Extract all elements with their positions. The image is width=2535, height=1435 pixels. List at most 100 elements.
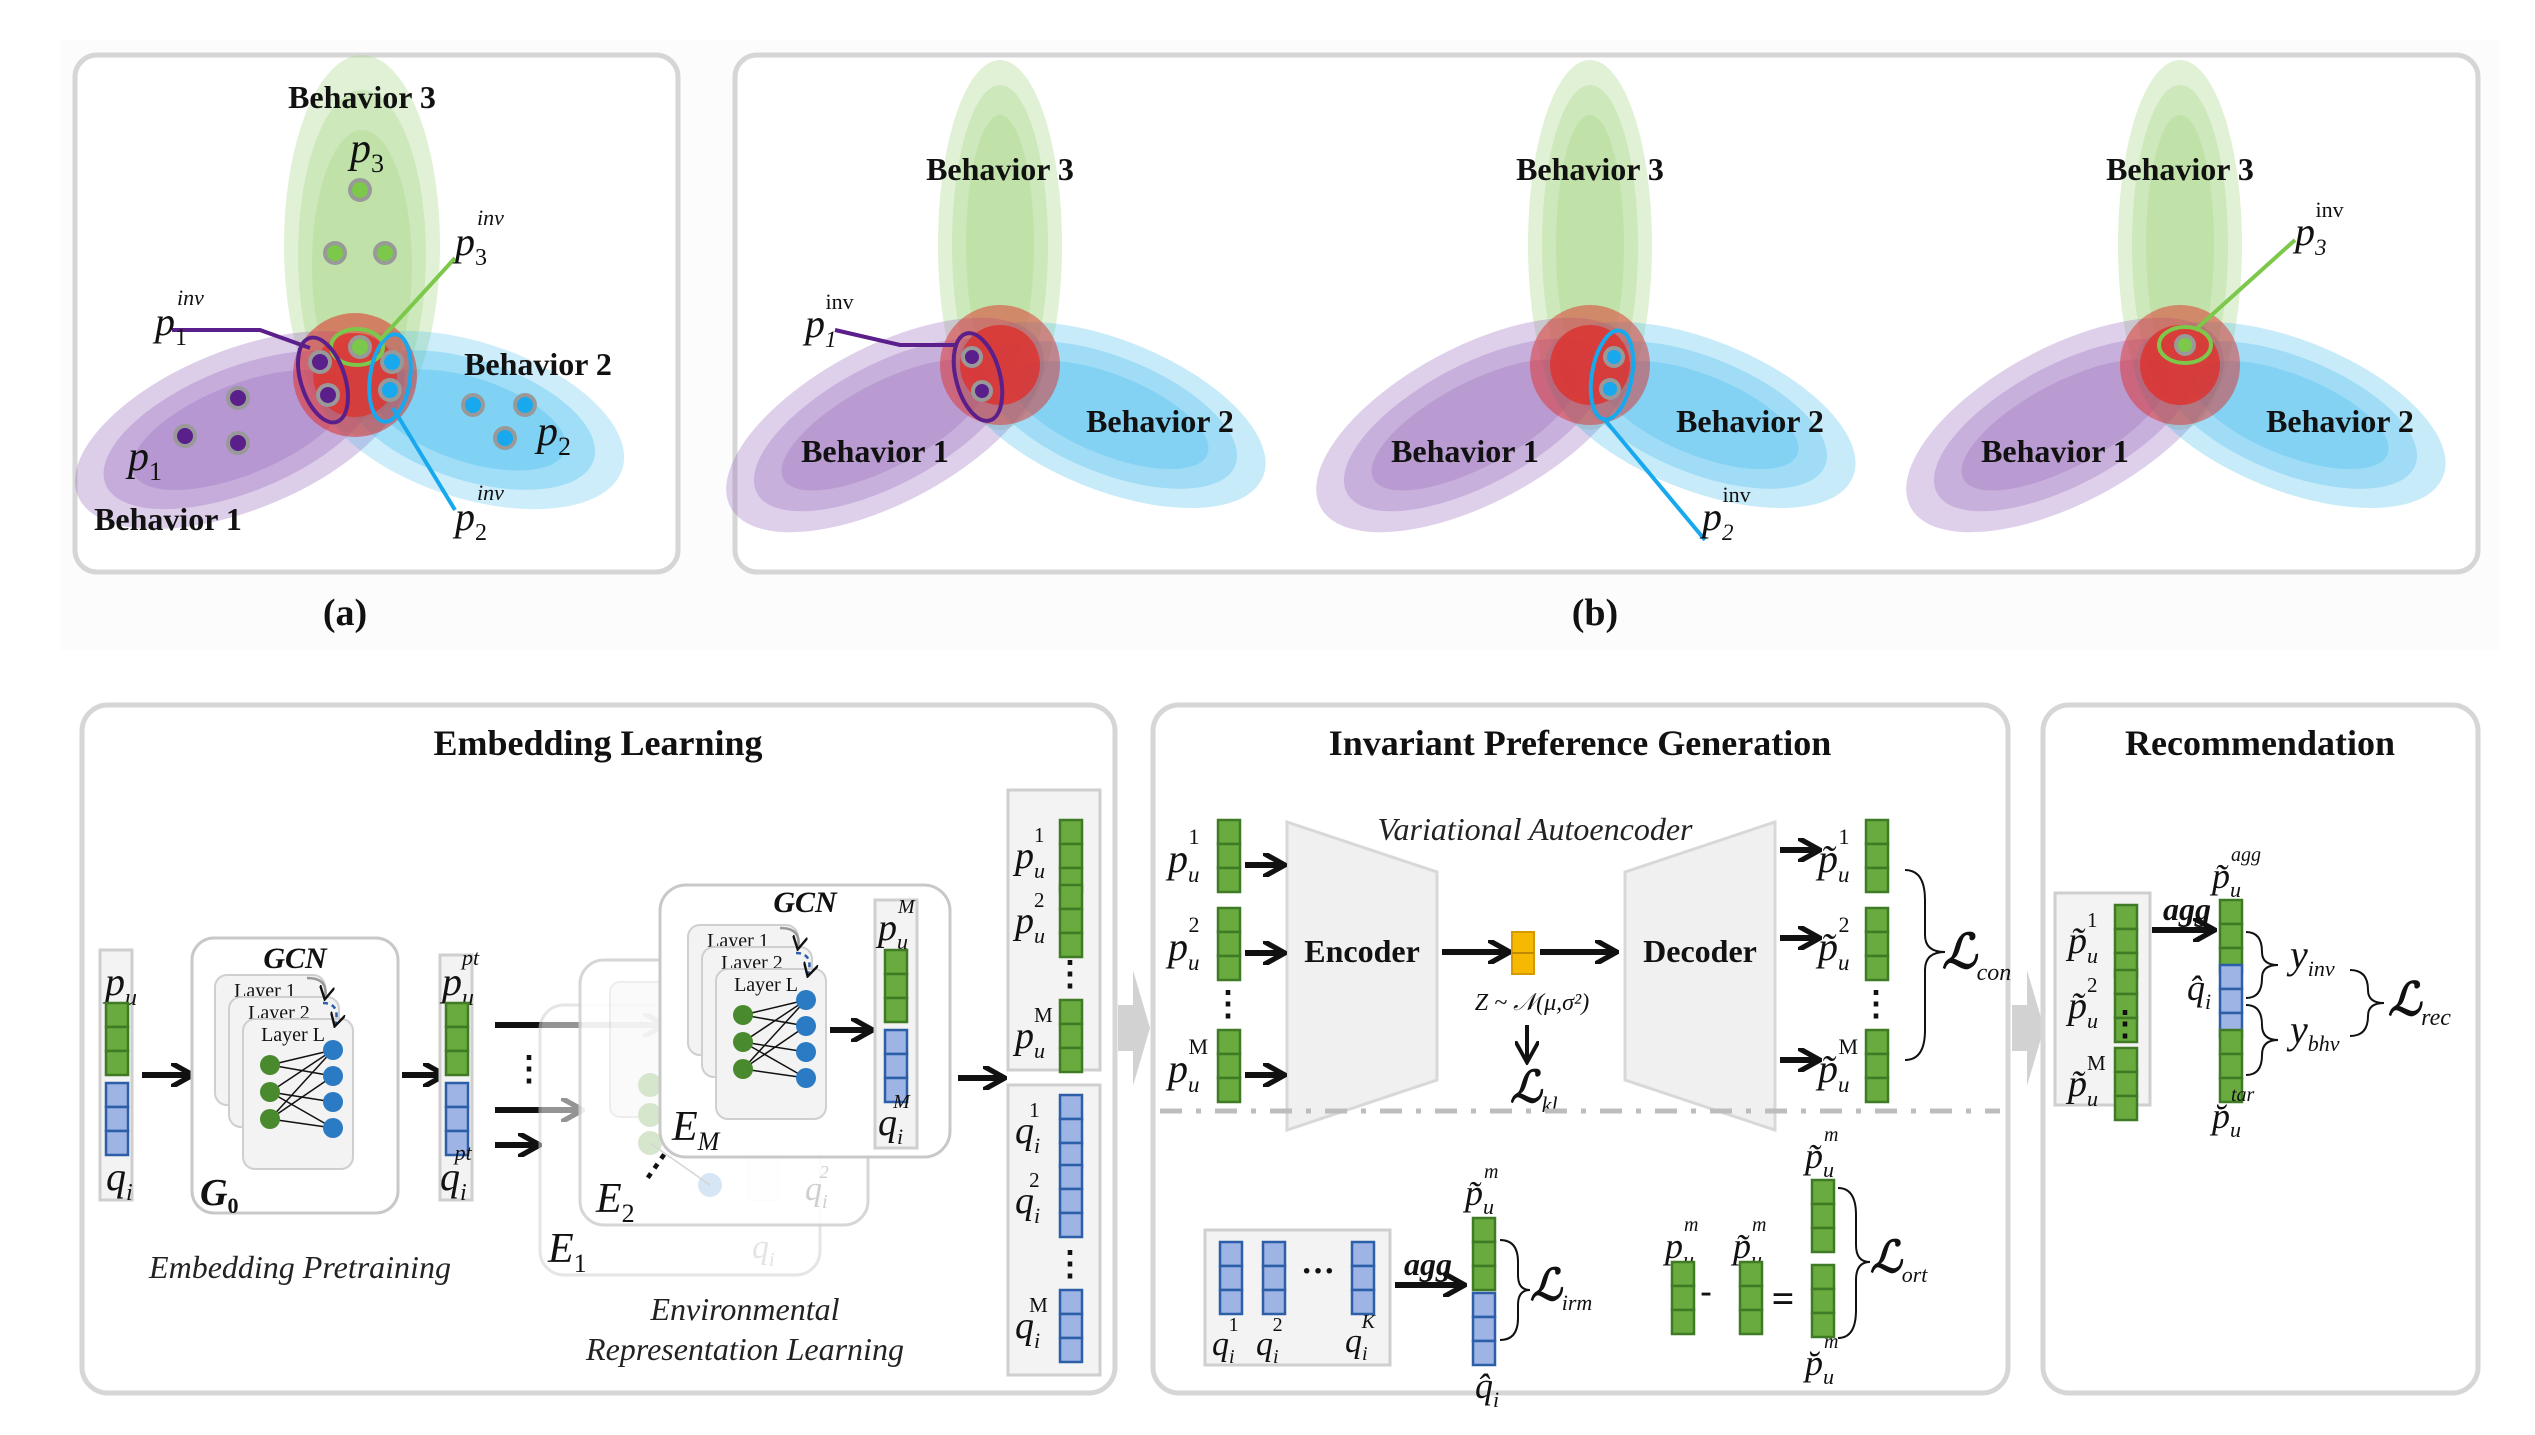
loss-kl: ℒkl bbox=[1510, 1063, 1558, 1117]
vector-cell bbox=[1471, 1291, 1497, 1319]
loss-irm: ℒirm bbox=[1530, 1261, 1592, 1315]
irm-dots: ··· bbox=[1301, 1253, 1335, 1290]
behavior1-points bbox=[173, 350, 340, 455]
rec-input-label: p̃uM bbox=[2065, 1051, 2106, 1111]
user-node bbox=[733, 1059, 753, 1079]
behavior3-label: Behavior 3 bbox=[2106, 151, 2254, 187]
ort-top-vector bbox=[1810, 1178, 1836, 1254]
graph-g0-label: G0 bbox=[200, 1172, 238, 1218]
vector-cell bbox=[1864, 906, 1890, 934]
behavior2-points bbox=[378, 350, 537, 450]
vector-cell bbox=[444, 1001, 470, 1029]
qi-m-vector bbox=[883, 1028, 909, 1104]
rec-input-label: p̃u1 bbox=[2065, 908, 2098, 968]
vector-cell bbox=[2113, 927, 2139, 955]
p3-inv-label: p3inv bbox=[452, 205, 504, 271]
vector-cell bbox=[1864, 1076, 1890, 1104]
qiK-label: qiK bbox=[1345, 1311, 1377, 1365]
loss-rec: ℒrec bbox=[2388, 974, 2451, 1031]
vector-cell bbox=[883, 996, 909, 1024]
vector-cell bbox=[2218, 1028, 2244, 1056]
ort-lhs2-vector bbox=[1738, 1260, 1764, 1336]
p1-inv-label: p1inv bbox=[152, 285, 204, 351]
irm-brace bbox=[1499, 1239, 1531, 1341]
ghost-qi1-label: qi bbox=[752, 1229, 775, 1271]
ort-bottom-label: p̆um bbox=[1802, 1331, 1838, 1389]
vector-cell bbox=[1738, 1308, 1764, 1336]
user-output-label: pu1 bbox=[1012, 823, 1045, 883]
behavior1-label: Behavior 1 bbox=[1391, 433, 1539, 469]
vector-cell bbox=[1810, 1178, 1836, 1206]
behavior1-label: Behavior 1 bbox=[801, 433, 949, 469]
vector-cell bbox=[444, 1105, 470, 1133]
vae-input-label: pu2 bbox=[1165, 912, 1200, 975]
vector-cell bbox=[1738, 1260, 1764, 1288]
vector-cell bbox=[2218, 1076, 2244, 1104]
ort-lhs1-vector bbox=[1670, 1260, 1696, 1336]
irm-user-label: p̃um bbox=[1462, 1161, 1498, 1219]
vector-cell bbox=[1864, 842, 1890, 870]
pu-m-vector bbox=[883, 948, 909, 1024]
gcn-label: GCN bbox=[263, 942, 328, 975]
behavior1-region bbox=[1371, 359, 1579, 491]
user-node bbox=[260, 1082, 280, 1102]
qi1-label: qi1 bbox=[1212, 1314, 1239, 1368]
vector-cell bbox=[1216, 1028, 1242, 1056]
p2-inv-label: p2inv bbox=[452, 480, 504, 546]
loss-ort: ℒort bbox=[1870, 1233, 1928, 1287]
p2-inv-label: p2inv bbox=[1699, 482, 1751, 545]
p3-label: p3 bbox=[347, 126, 384, 178]
vector-cell bbox=[104, 1025, 130, 1053]
ort-minus: - bbox=[1700, 1273, 1711, 1310]
encoder-shape bbox=[1285, 819, 1439, 1133]
y-bhv-brace bbox=[2245, 1004, 2279, 1076]
vector-cell bbox=[1864, 1028, 1890, 1056]
gcn-em-label: GCN bbox=[773, 886, 838, 919]
behavior2-region bbox=[2191, 360, 2389, 470]
vae-output-ellipsis: ⋮ bbox=[1859, 986, 1893, 1023]
embedding-learning-panel: Embedding Learning pu qi GCN Layer 1Laye… bbox=[79, 702, 1118, 1396]
ort-lhs1-label: pum bbox=[1662, 1214, 1698, 1272]
vector-cell bbox=[1471, 1264, 1497, 1292]
vector-cell bbox=[1738, 1284, 1764, 1312]
vector-cell bbox=[1261, 1288, 1287, 1316]
con-brace bbox=[1904, 869, 1946, 1061]
vector-cell bbox=[1218, 1240, 1244, 1268]
behavior2-region bbox=[1011, 360, 1209, 470]
panel-a: Behavior 3 Behavior 2 Behavior 1 p3 p2 p… bbox=[72, 52, 681, 575]
vector-cell bbox=[444, 1081, 470, 1109]
qi-pt-vector bbox=[444, 1081, 470, 1157]
vector-cell bbox=[2218, 1052, 2244, 1080]
irm-user-vector bbox=[1471, 1216, 1497, 1292]
behavior1-label: Behavior 1 bbox=[94, 501, 242, 537]
vector-cell bbox=[1218, 1288, 1244, 1316]
vae-input-label: puM bbox=[1165, 1034, 1208, 1097]
item-node bbox=[323, 1040, 343, 1060]
item-node bbox=[323, 1118, 343, 1138]
vector-cell bbox=[1058, 998, 1084, 1026]
vector-cell bbox=[1864, 954, 1890, 982]
pretrained-embedding-box bbox=[438, 953, 474, 1202]
vector-cell bbox=[883, 972, 909, 1000]
behavior1-region bbox=[1961, 359, 2169, 491]
gcn-layer-label: Layer L bbox=[734, 974, 798, 996]
irm-agg-label: agg bbox=[1404, 1246, 1452, 1282]
vector-cell bbox=[1261, 1264, 1287, 1292]
vector-cell bbox=[1864, 1052, 1890, 1080]
vector-cell bbox=[2113, 1094, 2139, 1122]
item-outputs-box bbox=[1006, 1083, 1102, 1377]
vector-cell bbox=[104, 1001, 130, 1029]
encoder-label: Encoder bbox=[1304, 933, 1420, 969]
behavior3-points bbox=[323, 178, 397, 359]
recommendation-panel: Recommendation p̃u1p̃u2p̃uM⋮ agg p̃uagg … bbox=[2040, 702, 2481, 1396]
rec-target-label: p̆utar bbox=[2209, 1084, 2255, 1142]
p3-inv-leader bbox=[2193, 238, 2297, 332]
vector-cell bbox=[444, 1129, 470, 1157]
user-outputs-box bbox=[1006, 788, 1102, 1072]
vector-cell bbox=[1216, 818, 1242, 846]
em-output-box bbox=[873, 898, 919, 1150]
vector-cell bbox=[104, 1049, 130, 1077]
vector-cell bbox=[1058, 883, 1084, 911]
